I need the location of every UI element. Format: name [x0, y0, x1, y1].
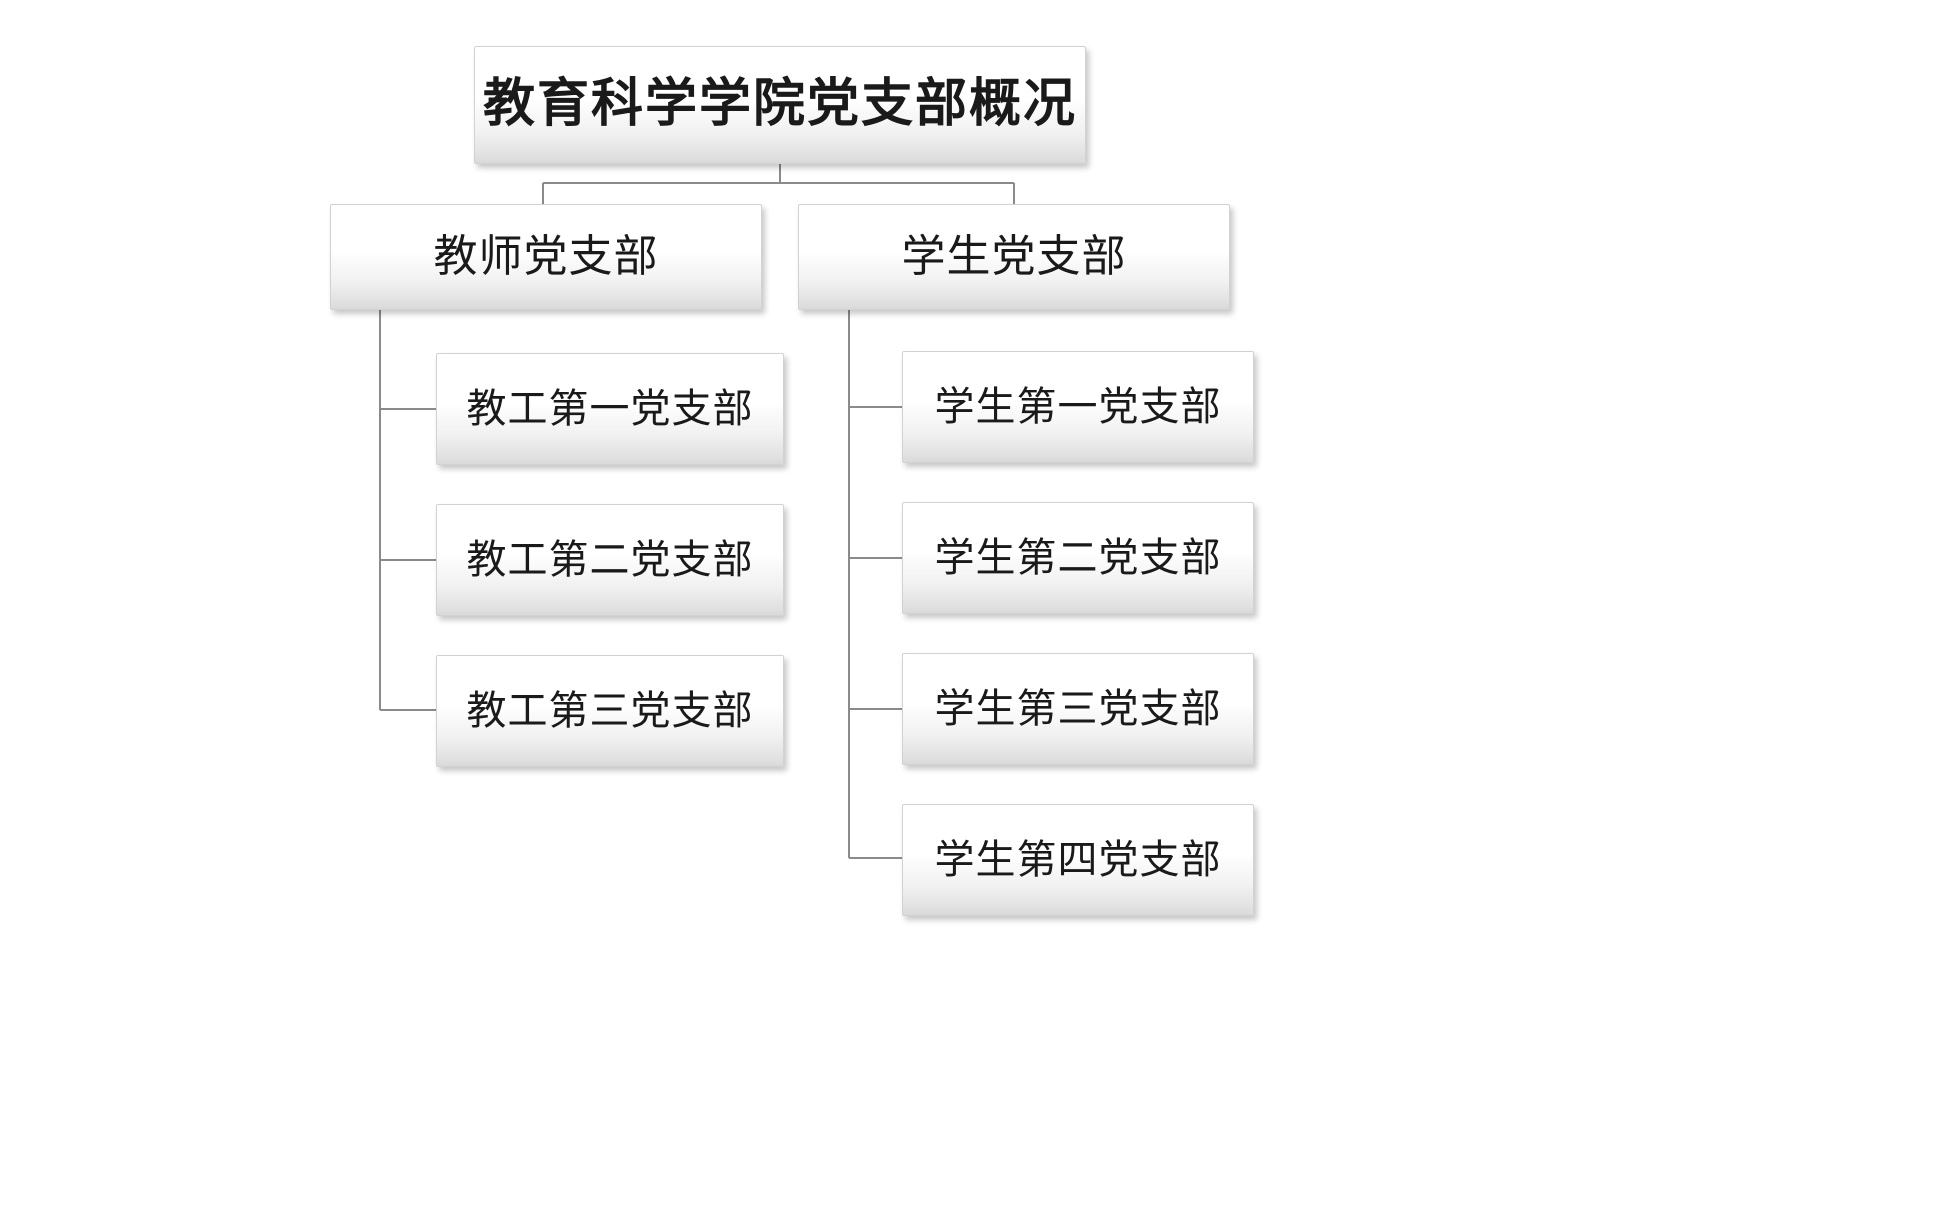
node-student-sub-2-label: 学生第二党支部 [934, 535, 1222, 580]
node-student-sub-3-label: 学生第三党支部 [934, 686, 1222, 731]
node-student-branch-label: 学生党支部 [901, 231, 1127, 281]
node-student-sub-1-label: 学生第一党支部 [934, 384, 1222, 429]
node-teacher-branch[interactable]: 教师党支部 [330, 204, 762, 310]
node-teacher-sub-2-label: 教工第二党支部 [466, 537, 754, 582]
node-teacher-sub-1[interactable]: 教工第一党支部 [436, 353, 784, 465]
node-student-sub-1[interactable]: 学生第一党支部 [902, 351, 1254, 463]
node-teacher-sub-3-label: 教工第三党支部 [466, 688, 754, 733]
node-teacher-branch-label: 教师党支部 [433, 231, 659, 281]
node-teacher-sub-2[interactable]: 教工第二党支部 [436, 504, 784, 616]
node-student-sub-2[interactable]: 学生第二党支部 [902, 502, 1254, 614]
node-teacher-sub-3[interactable]: 教工第三党支部 [436, 655, 784, 767]
node-student-sub-4[interactable]: 学生第四党支部 [902, 804, 1254, 916]
node-student-sub-4-label: 学生第四党支部 [934, 837, 1222, 882]
node-student-branch[interactable]: 学生党支部 [798, 204, 1230, 310]
node-student-sub-3[interactable]: 学生第三党支部 [902, 653, 1254, 765]
node-teacher-sub-1-label: 教工第一党支部 [466, 386, 754, 431]
node-root-title[interactable]: 教育科学学院党支部概况 [474, 46, 1086, 164]
node-root-title-label: 教育科学学院党支部概况 [483, 76, 1078, 134]
